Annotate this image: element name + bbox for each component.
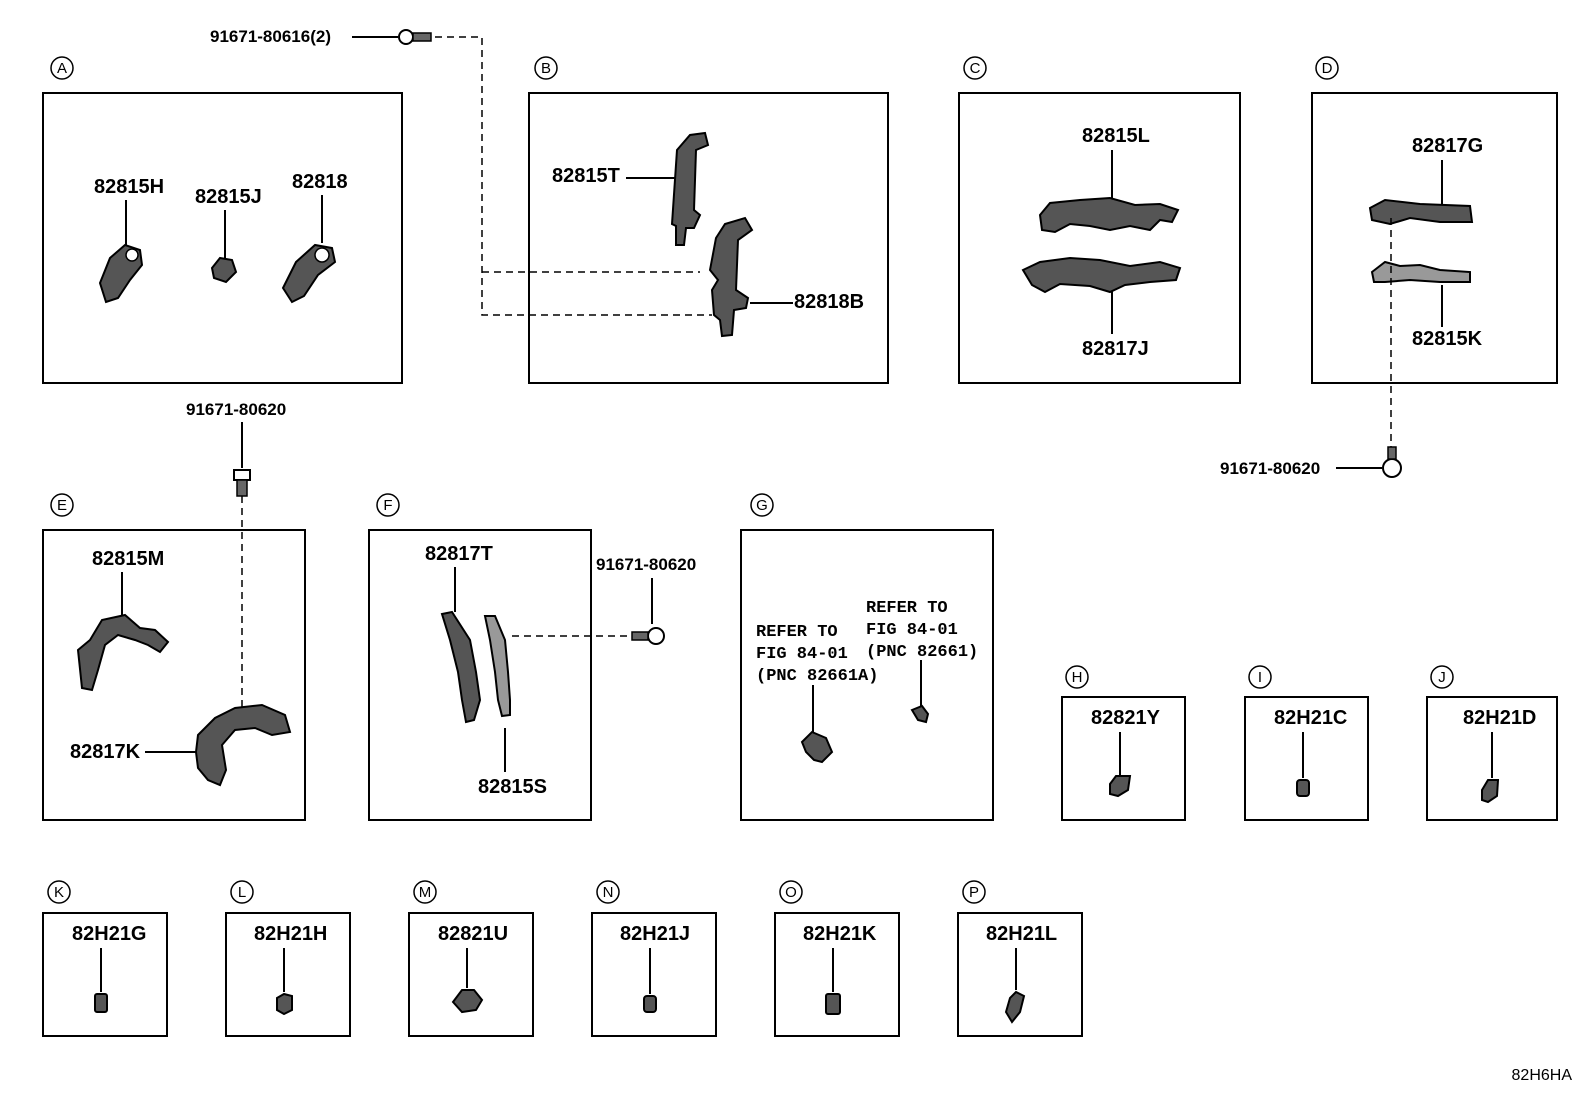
- part-82817T[interactable]: 82817T: [425, 543, 493, 724]
- bolt-icon: [631, 627, 665, 645]
- svg-text:82817G: 82817G: [1412, 135, 1483, 157]
- svg-text:82815T: 82815T: [552, 165, 620, 187]
- figure-code: 82H6HA: [1512, 1067, 1573, 1084]
- reference-82661A[interactable]: REFER TO FIG 84-01 (PNC 82661A): [756, 623, 878, 764]
- svg-text:82H21G: 82H21G: [72, 923, 147, 945]
- part-82815J[interactable]: 82815J: [195, 186, 262, 284]
- section-a-box: [42, 92, 403, 384]
- section-c: C 82815L 82817J: [958, 56, 1241, 384]
- part-82817J[interactable]: 82817J: [1021, 256, 1182, 360]
- svg-text:82821Y: 82821Y: [1091, 707, 1161, 729]
- section-a-letter: A: [57, 60, 67, 77]
- part-82H21D[interactable]: 82H21D: [1463, 707, 1536, 804]
- section-m: M 82821U: [408, 880, 534, 1037]
- svg-text:91671-80620: 91671-80620: [596, 555, 696, 574]
- svg-text:82H21C: 82H21C: [1274, 707, 1347, 729]
- part-82815T[interactable]: 82815T: [552, 131, 710, 246]
- part-82817G[interactable]: 82817G: [1368, 135, 1483, 226]
- part-82815S[interactable]: 82815S: [478, 615, 547, 798]
- svg-text:FIG 84-01: FIG 84-01: [756, 645, 848, 664]
- fastener-top-label: 91671-80616(2): [210, 27, 331, 46]
- part-82815L[interactable]: 82815L: [1038, 125, 1180, 234]
- svg-text:(PNC 82661A): (PNC 82661A): [756, 667, 878, 686]
- part-82H21K[interactable]: 82H21K: [803, 923, 877, 1015]
- section-g: G REFER TO FIG 84-01 (PNC 82661A) REFER …: [740, 493, 994, 821]
- bolt-icon: [1382, 446, 1402, 478]
- svg-text:K: K: [54, 884, 64, 901]
- svg-text:G: G: [756, 497, 768, 514]
- svg-text:O: O: [785, 884, 797, 901]
- svg-text:82H21H: 82H21H: [254, 923, 327, 945]
- section-k: K 82H21G: [42, 880, 168, 1037]
- svg-text:82818B: 82818B: [794, 291, 864, 313]
- svg-text:82H21K: 82H21K: [803, 923, 877, 945]
- reference-82661[interactable]: REFER TO FIG 84-01 (PNC 82661): [866, 599, 978, 724]
- section-b: B 82815T 82818B: [528, 56, 889, 384]
- svg-text:C: C: [970, 60, 981, 77]
- part-82815M[interactable]: 82815M: [76, 548, 170, 692]
- part-82815H[interactable]: 82815H: [94, 176, 164, 304]
- svg-text:82817J: 82817J: [1082, 338, 1149, 360]
- svg-text:82815S: 82815S: [478, 776, 547, 798]
- part-82815K[interactable]: 82815K: [1370, 260, 1483, 350]
- part-82818B[interactable]: 82818B: [708, 216, 864, 338]
- svg-text:82818: 82818: [292, 171, 348, 193]
- part-82818[interactable]: 82818: [281, 171, 348, 304]
- svg-text:N: N: [603, 884, 614, 901]
- section-f: F 82817T 82815S: [368, 493, 592, 821]
- fastener-right-f[interactable]: 91671-80620: [512, 555, 696, 645]
- section-l: L 82H21H: [225, 880, 351, 1037]
- svg-text:F: F: [383, 497, 392, 514]
- svg-text:82821U: 82821U: [438, 923, 508, 945]
- svg-text:82817K: 82817K: [70, 741, 141, 763]
- section-p: P 82H21L: [957, 880, 1083, 1037]
- fastener-right-d[interactable]: 91671-80620: [1220, 446, 1402, 478]
- svg-text:H: H: [1072, 669, 1083, 686]
- section-j: J 82H21D: [1426, 665, 1558, 821]
- svg-text:REFER TO: REFER TO: [866, 599, 948, 618]
- svg-text:82815J: 82815J: [195, 186, 262, 208]
- part-82H21G[interactable]: 82H21G: [72, 923, 147, 1013]
- svg-text:82H21L: 82H21L: [986, 923, 1057, 945]
- section-e: E 82815M 82817K: [42, 493, 306, 821]
- svg-text:REFER TO: REFER TO: [756, 623, 838, 642]
- svg-text:82H21J: 82H21J: [620, 923, 690, 945]
- svg-text:82815M: 82815M: [92, 548, 164, 570]
- svg-text:FIG 84-01: FIG 84-01: [866, 621, 958, 640]
- svg-text:D: D: [1322, 60, 1333, 77]
- section-o: O 82H21K: [774, 880, 900, 1037]
- svg-text:L: L: [238, 884, 246, 901]
- section-a: A 82815H 82815J 82818: [42, 56, 403, 384]
- svg-text:82815L: 82815L: [1082, 125, 1150, 147]
- part-82821Y[interactable]: 82821Y: [1091, 707, 1161, 798]
- svg-text:(PNC 82661): (PNC 82661): [866, 643, 978, 662]
- bolt-icon: [398, 29, 432, 45]
- svg-text:P: P: [969, 884, 979, 901]
- part-82H21L[interactable]: 82H21L: [986, 923, 1057, 1024]
- section-d: D 82817G 82815K: [1311, 56, 1558, 455]
- svg-text:E: E: [57, 497, 67, 514]
- svg-text:82817T: 82817T: [425, 543, 493, 565]
- fastener-under-a[interactable]: 91671-80620: [186, 400, 286, 718]
- svg-text:M: M: [419, 884, 432, 901]
- section-h: H 82821Y: [1061, 665, 1186, 821]
- part-82H21C[interactable]: 82H21C: [1274, 707, 1347, 797]
- part-82817K[interactable]: 82817K: [70, 703, 292, 787]
- svg-text:B: B: [541, 60, 551, 77]
- svg-text:82H21D: 82H21D: [1463, 707, 1536, 729]
- fastener-top[interactable]: 91671-80616(2): [210, 27, 712, 316]
- bolt-icon: [233, 469, 251, 497]
- svg-text:I: I: [1258, 669, 1262, 686]
- svg-text:91671-80620: 91671-80620: [186, 400, 286, 419]
- part-82821U[interactable]: 82821U: [438, 923, 508, 1014]
- svg-text:91671-80620: 91671-80620: [1220, 459, 1320, 478]
- svg-text:82815H: 82815H: [94, 176, 164, 198]
- svg-text:82815K: 82815K: [1412, 328, 1483, 350]
- section-i: I 82H21C: [1244, 665, 1369, 821]
- section-n: N 82H21J: [591, 880, 717, 1037]
- svg-text:J: J: [1438, 669, 1446, 686]
- part-82H21H[interactable]: 82H21H: [254, 923, 327, 1016]
- part-82H21J[interactable]: 82H21J: [620, 923, 690, 1013]
